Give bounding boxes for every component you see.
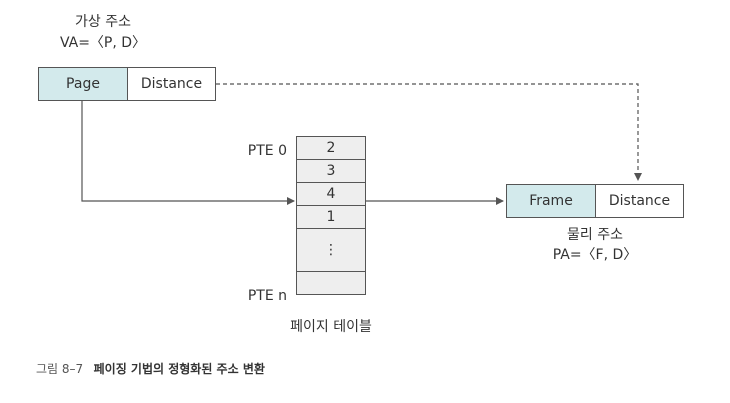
virtual-address-title: 가상 주소 <box>75 14 131 30</box>
page-table-row <box>296 271 366 295</box>
pa-distance-cell: Distance <box>595 184 684 218</box>
distance-dashed-arrow <box>216 83 642 181</box>
pte-last-label: PTE n <box>247 288 287 304</box>
physical-address-formula: PA=〈F, D〉 <box>552 247 638 263</box>
page-table-row: 4 <box>296 182 366 206</box>
virtual-address-formula: VA=〈P, D〉 <box>59 35 147 51</box>
page-to-table-arrow <box>81 101 295 205</box>
page-table-row: 3 <box>296 159 366 183</box>
page-table-row: 1 <box>296 205 366 229</box>
pte-first-label: PTE 0 <box>247 143 287 159</box>
page-table-row: 2 <box>296 136 366 160</box>
physical-address-title: 물리 주소 <box>567 227 623 243</box>
va-page-cell: Page <box>38 67 128 101</box>
page-table-title: 페이지 테이블 <box>290 319 372 335</box>
figure-number: 그림 8–7 <box>36 362 84 376</box>
page-table: 2 3 4 1 ⋮ <box>296 136 366 295</box>
figure-caption: 그림 8–7 페이징 기법의 정형화된 주소 변환 <box>36 362 265 376</box>
figure-title: 페이징 기법의 정형화된 주소 변환 <box>93 362 265 376</box>
page-table-row: ⋮ <box>296 228 366 272</box>
pa-frame-cell: Frame <box>506 184 596 218</box>
va-distance-cell: Distance <box>127 67 216 101</box>
